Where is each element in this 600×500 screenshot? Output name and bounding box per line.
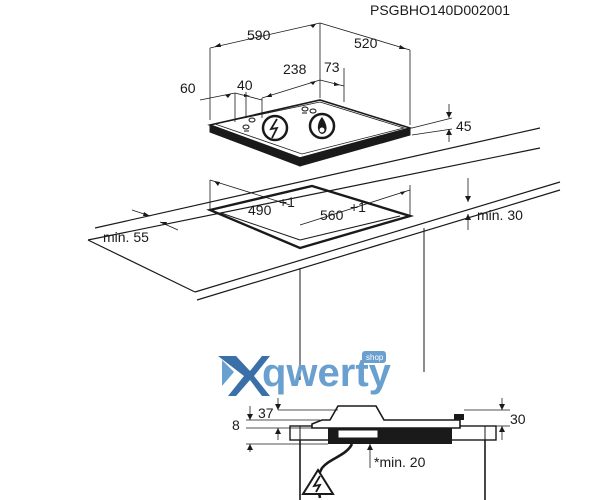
electric-plate-icon: [261, 114, 289, 142]
dim-min55-label: min. 55: [103, 229, 149, 245]
dim-45-label: 45: [456, 118, 472, 134]
drawing-code: PSGBHO140D002001: [370, 2, 510, 18]
dimension-490: 490 +1: [209, 179, 295, 218]
watermark-logo-icon: [218, 356, 270, 396]
section-hob: [311, 405, 461, 429]
dim-238-label: 238: [283, 61, 307, 77]
dim-560-tol: +1: [350, 199, 366, 215]
dim-490-tol: +1: [279, 194, 295, 210]
dimension-560: 560 +1: [299, 185, 411, 226]
dimension-238: 238: [261, 61, 321, 118]
hob-bevel: [213, 101, 406, 155]
side-section: *min. 20 8 37 30: [232, 398, 526, 500]
dimension-590: 590: [209, 22, 321, 120]
hob-unit: [207, 99, 413, 167]
knob-icons: [242, 106, 317, 132]
dim-40-label: 40: [237, 77, 253, 93]
dimension-60-40: 60 40: [180, 77, 263, 122]
dim-560-label: 560: [320, 207, 344, 223]
section-knob: [454, 414, 464, 420]
dimension-min-55: min. 55: [103, 209, 179, 245]
dim-8-label: 8: [232, 417, 240, 433]
dimension-520: 520: [319, 22, 411, 125]
hob-front-right-edge: [299, 127, 411, 167]
watermark-badge: shop: [366, 353, 384, 362]
dim-73-label: 73: [324, 59, 340, 75]
dim-520-label: 520: [354, 35, 378, 51]
qwerty-watermark: qwerty shop: [218, 351, 392, 396]
dim-590-label: 590: [247, 27, 271, 43]
dim-30-label: 30: [510, 411, 526, 427]
worktop: [87, 127, 561, 301]
electric-warning-icon: [301, 468, 335, 495]
dim-490-label: 490: [248, 202, 272, 218]
dimension-min-30: min. 30: [465, 178, 523, 230]
gas-burner-icon: [308, 112, 336, 140]
dim-clearance-label: *min. 20: [374, 454, 426, 470]
dim-37-label: 37: [258, 405, 274, 421]
dimension-73: 73: [319, 59, 345, 102]
dim-60-label: 60: [180, 80, 196, 96]
dim-min30-label: min. 30: [477, 207, 523, 223]
dimension-45: 45: [411, 104, 472, 142]
